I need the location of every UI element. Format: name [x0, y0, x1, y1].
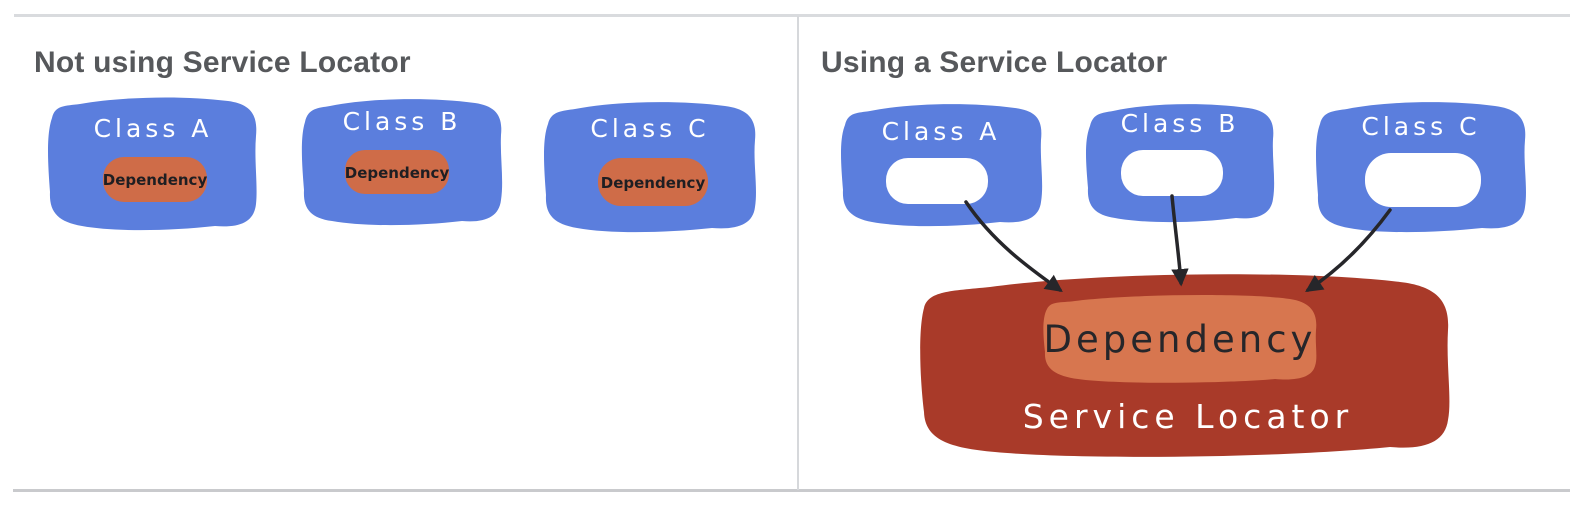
service-locator-label: Service Locator	[1023, 397, 1354, 436]
right-class-a-label: Class A	[882, 117, 1001, 146]
left-class-a-label: Class A	[94, 114, 213, 143]
right-class-c-hole	[1365, 153, 1481, 207]
right-panel-heading: Using a Service Locator	[821, 46, 1168, 79]
left-class-c-label: Class C	[590, 114, 709, 143]
arrow-class-b-to-locator	[1170, 194, 1189, 287]
left-class-c-dependency-label: Dependency	[601, 174, 706, 192]
right-class-c-label: Class C	[1361, 112, 1480, 141]
top-rule	[14, 14, 1570, 17]
arrow-class-a-to-locator	[964, 200, 1063, 293]
left-class-a-dependency-label: Dependency	[103, 171, 208, 189]
right-class-b-label: Class B	[1121, 109, 1240, 138]
right-class-a-hole	[886, 158, 988, 204]
arrow-class-c-to-locator	[1305, 208, 1392, 292]
bottom-rule	[13, 489, 1570, 492]
right-class-b-hole	[1121, 150, 1223, 196]
service-locator-dependency-box	[1043, 295, 1317, 383]
left-panel-heading: Not using Service Locator	[34, 46, 411, 79]
left-class-a-dependency-pill	[103, 157, 207, 202]
panel-divider	[797, 16, 799, 490]
left-class-b-label: Class B	[343, 107, 462, 136]
service-locator-dependency-label: Dependency	[1044, 318, 1317, 361]
left-class-b-dependency-label: Dependency	[345, 164, 450, 182]
left-class-b-dependency-pill	[345, 150, 449, 194]
left-class-c-dependency-pill	[598, 158, 708, 206]
